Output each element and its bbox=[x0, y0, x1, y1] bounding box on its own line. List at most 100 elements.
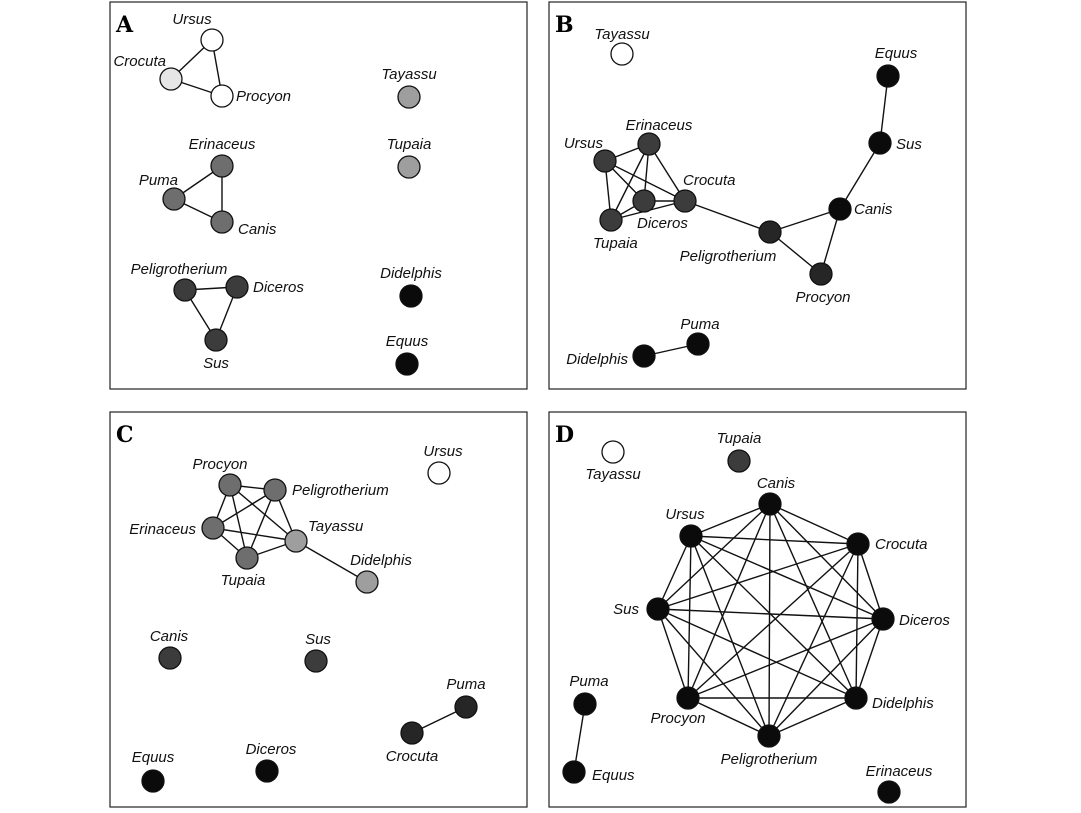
edge-d-diceros-procyon bbox=[687, 618, 884, 699]
edge-d-canis-sus bbox=[657, 503, 771, 610]
node-d-canis bbox=[758, 492, 782, 516]
panel-a-letter: A bbox=[115, 12, 134, 38]
node-label-c-canis: Canis bbox=[150, 628, 189, 645]
node-label-a-canis: Canis bbox=[238, 221, 277, 238]
node-c-erinaceus bbox=[201, 516, 225, 540]
node-d-puma bbox=[573, 692, 597, 716]
node-c-didelphis bbox=[355, 570, 379, 594]
panel-b-frame bbox=[548, 1, 967, 390]
node-a-didelphis bbox=[399, 284, 423, 308]
node-a-tupaia bbox=[397, 155, 421, 179]
node-d-sus bbox=[646, 597, 670, 621]
edge-d-crocuta-peligrotherium bbox=[768, 543, 859, 737]
node-b-tayassu bbox=[610, 42, 634, 66]
node-label-b-crocuta: Crocuta bbox=[683, 172, 736, 189]
node-c-diceros bbox=[255, 759, 279, 783]
edge-d-canis-didelphis bbox=[769, 503, 857, 699]
node-a-tayassu bbox=[397, 85, 421, 109]
node-label-c-equus: Equus bbox=[132, 749, 175, 766]
node-b-peligrotherium bbox=[758, 220, 782, 244]
edge-d-crocuta-procyon bbox=[687, 543, 859, 699]
edge-d-diceros-didelphis bbox=[855, 618, 884, 699]
node-label-a-sus: Sus bbox=[203, 355, 229, 372]
panel-a: A UrsusCrocutaProcyonTayassuTupaiaErinac… bbox=[109, 1, 528, 390]
node-label-c-didelphis: Didelphis bbox=[350, 552, 412, 569]
panel-b: B TayassuEquusSusCanisProcyonPeligrother… bbox=[548, 1, 967, 390]
node-b-puma bbox=[686, 332, 710, 356]
edge-d-procyon-peligrotherium bbox=[687, 697, 770, 737]
node-label-c-peligrotherium: Peligrotherium bbox=[292, 482, 389, 499]
node-label-d-tayassu: Tayassu bbox=[585, 466, 641, 483]
node-a-canis bbox=[210, 210, 234, 234]
node-a-erinaceus bbox=[210, 154, 234, 178]
node-b-sus bbox=[868, 131, 892, 155]
edge-d-diceros-peligrotherium bbox=[768, 618, 884, 737]
panel-c-frame bbox=[109, 411, 528, 808]
node-c-procyon bbox=[218, 473, 242, 497]
edge-d-ursus-sus bbox=[657, 535, 692, 610]
node-label-c-puma: Puma bbox=[446, 676, 485, 693]
edge-b-peligrotherium-crocuta bbox=[684, 200, 771, 233]
edge-c-peligrotherium-erinaceus bbox=[212, 489, 276, 529]
node-label-a-procyon: Procyon bbox=[236, 88, 291, 105]
node-label-a-puma: Puma bbox=[139, 172, 178, 189]
node-label-b-ursus: Ursus bbox=[564, 135, 604, 152]
edge-d-ursus-crocuta bbox=[690, 535, 859, 545]
node-label-b-tayassu: Tayassu bbox=[594, 26, 650, 43]
node-label-d-diceros: Diceros bbox=[899, 612, 950, 629]
node-c-canis bbox=[158, 646, 182, 670]
edge-d-didelphis-peligrotherium bbox=[768, 697, 857, 737]
node-d-erinaceus bbox=[877, 780, 901, 804]
node-d-tayassu bbox=[601, 440, 625, 464]
node-a-ursus bbox=[200, 28, 224, 52]
edge-d-crocuta-diceros bbox=[857, 543, 884, 620]
node-label-d-procyon: Procyon bbox=[650, 710, 705, 727]
node-label-d-didelphis: Didelphis bbox=[872, 695, 934, 712]
node-d-diceros bbox=[871, 607, 895, 631]
node-d-procyon bbox=[676, 686, 700, 710]
edge-d-ursus-didelphis bbox=[690, 535, 857, 699]
node-label-d-erinaceus: Erinaceus bbox=[866, 763, 933, 780]
panel-d-frame bbox=[548, 411, 967, 808]
panel-b-nodes: TayassuEquusSusCanisProcyonPeligrotheriu… bbox=[564, 26, 923, 368]
node-b-diceros bbox=[632, 189, 656, 213]
node-d-crocuta bbox=[846, 532, 870, 556]
node-a-crocuta bbox=[159, 67, 183, 91]
node-label-b-erinaceus: Erinaceus bbox=[626, 117, 693, 134]
node-c-tayassu bbox=[284, 529, 308, 553]
node-label-b-didelphis: Didelphis bbox=[566, 351, 628, 368]
panel-d: D TayassuTupaiaCanisUrsusCrocutaSusDicer… bbox=[548, 411, 967, 808]
node-label-a-tayassu: Tayassu bbox=[381, 66, 437, 83]
node-label-c-tupaia: Tupaia bbox=[221, 572, 266, 589]
node-label-d-crocuta: Crocuta bbox=[875, 536, 928, 553]
node-label-a-peligrotherium: Peligrotherium bbox=[131, 261, 228, 278]
edge-c-procyon-tupaia bbox=[229, 484, 248, 559]
node-c-sus bbox=[304, 649, 328, 673]
edge-d-ursus-peligrotherium bbox=[690, 535, 770, 737]
node-b-canis bbox=[828, 197, 852, 221]
node-b-procyon bbox=[809, 262, 833, 286]
node-c-puma bbox=[454, 695, 478, 719]
node-label-b-tupaia: Tupaia bbox=[593, 235, 638, 252]
node-label-d-ursus: Ursus bbox=[665, 506, 705, 523]
node-b-erinaceus bbox=[637, 132, 661, 156]
node-b-ursus bbox=[593, 149, 617, 173]
node-label-a-erinaceus: Erinaceus bbox=[189, 136, 256, 153]
edge-d-crocuta-didelphis bbox=[855, 543, 859, 699]
node-a-procyon bbox=[210, 84, 234, 108]
edge-d-ursus-diceros bbox=[690, 535, 884, 620]
node-label-a-crocuta: Crocuta bbox=[113, 53, 166, 70]
edge-c-erinaceus-tayassu bbox=[212, 527, 297, 542]
node-b-crocuta bbox=[673, 189, 697, 213]
edge-d-sus-peligrotherium bbox=[657, 608, 770, 737]
panel-c-letter: C bbox=[116, 422, 134, 448]
edge-d-canis-crocuta bbox=[769, 503, 859, 545]
edge-d-ursus-procyon bbox=[687, 535, 692, 699]
node-label-d-puma: Puma bbox=[569, 673, 608, 690]
edge-b-sus-canis bbox=[839, 142, 881, 210]
node-label-a-equus: Equus bbox=[386, 333, 429, 350]
node-label-a-tupaia: Tupaia bbox=[387, 136, 432, 153]
node-label-b-peligrotherium: Peligrotherium bbox=[680, 248, 777, 265]
edge-b-erinaceus-tupaia bbox=[610, 143, 650, 221]
